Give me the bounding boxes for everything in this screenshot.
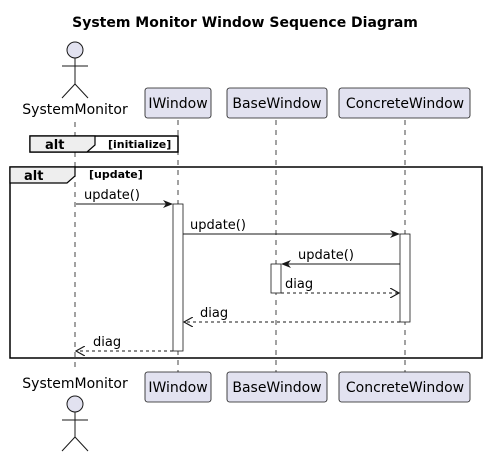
fragment-operator-update: alt	[24, 169, 43, 184]
participant-iwindow-bottom: IWindow	[144, 371, 212, 403]
participant-iwindow-top: IWindow	[144, 87, 212, 119]
message-label-6: diag	[93, 335, 121, 350]
participant-basewindow-bottom: BaseWindow	[226, 371, 328, 403]
participant-label-basewindow-bottom: BaseWindow	[232, 380, 321, 396]
fragment-alt-initialize: alt [initialize]	[29, 135, 179, 153]
message-label-3: update()	[298, 248, 354, 263]
participant-label-iwindow-top: IWindow	[148, 96, 207, 112]
message-label-2: update()	[190, 218, 246, 233]
activation-iwindow	[172, 203, 184, 352]
participant-basewindow-top: BaseWindow	[226, 87, 328, 119]
participant-label-iwindow-bottom: IWindow	[148, 380, 207, 396]
participant-label-basewindow-top: BaseWindow	[232, 96, 321, 112]
messages: update() update() update() diag diag dia…	[76, 188, 400, 351]
activations	[172, 203, 411, 352]
participant-concretewindow-bottom: ConcreteWindow	[338, 371, 471, 403]
fragment-guard-update: [update]	[89, 168, 143, 181]
diagram-title: System Monitor Window Sequence Diagram	[72, 15, 418, 31]
fragment-operator-initialize: alt	[45, 138, 64, 153]
participant-concretewindow-top: ConcreteWindow	[338, 87, 471, 119]
message-label-1: update()	[84, 188, 140, 203]
actor-systemmonitor-bottom: SystemMonitor	[22, 376, 128, 452]
actor-label-systemmonitor-top: SystemMonitor	[22, 102, 128, 118]
fragment-alt-update: alt [update]	[9, 166, 483, 359]
activation-concretewindow	[399, 233, 411, 323]
actor-label-systemmonitor-bottom: SystemMonitor	[22, 376, 128, 392]
actor-head-icon	[66, 41, 84, 59]
message-label-4: diag	[285, 277, 313, 292]
lifelines	[74, 120, 406, 372]
participant-label-concretewindow-top: ConcreteWindow	[346, 96, 464, 112]
participant-label-concretewindow-bottom: ConcreteWindow	[346, 380, 464, 396]
actor-systemmonitor-top: SystemMonitor	[22, 41, 128, 118]
activation-basewindow	[270, 263, 282, 294]
message-label-5: diag	[200, 306, 228, 321]
actor-head-icon	[66, 395, 84, 413]
fragment-guard-initialize: [initialize]	[108, 138, 171, 151]
